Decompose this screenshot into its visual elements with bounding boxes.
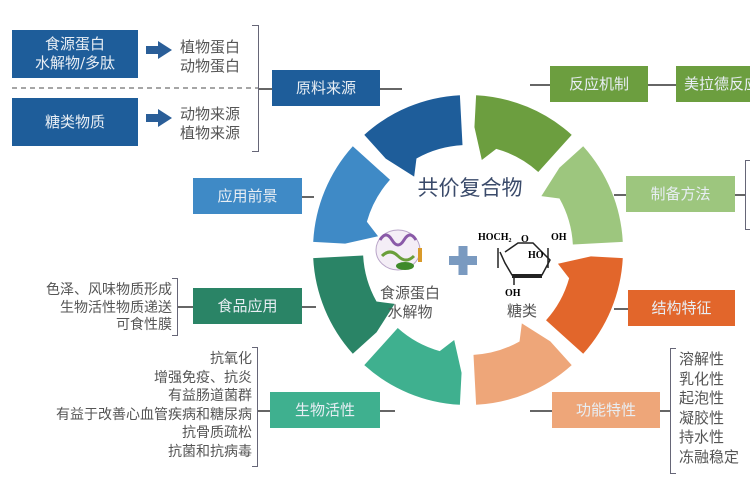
arrow-icon [146, 41, 172, 59]
connector [660, 410, 670, 412]
protein-items: 植物蛋白动物蛋白 [180, 38, 240, 76]
item: 植物来源 [180, 124, 241, 142]
connector [614, 308, 628, 310]
protein-label: 食源蛋白水解物 [375, 284, 445, 322]
segment-preparation [541, 146, 623, 245]
sugar-ho: HO [528, 250, 544, 261]
structure-box: 结构特征 [628, 290, 735, 326]
line: 食源蛋白 [379, 284, 440, 302]
raw-source-box: 原料来源 [272, 70, 380, 106]
item: 有益肠道菌群 [168, 388, 252, 404]
preparation-box: 制备方法 [626, 176, 735, 212]
mechanism-box: 反应机制 [550, 66, 648, 102]
protein-structure-icon [375, 229, 422, 271]
item: 有益于改善心血管疾病和糖尿病 [56, 406, 252, 423]
line: 水解物/多肽 [34, 54, 116, 72]
segment-reaction-mechanism [474, 95, 572, 172]
sugar-o: O [521, 234, 529, 245]
connector [530, 410, 552, 412]
connector [380, 88, 402, 90]
application-box: 应用前景 [193, 178, 302, 214]
bracket [745, 160, 750, 230]
item: 动物蛋白 [180, 57, 241, 75]
item: 色泽、风味物质形成 [46, 282, 172, 298]
food-application-box: 食品应用 [193, 288, 302, 324]
line: 水解物 [387, 303, 433, 321]
center-title: 共价复合物 [417, 176, 523, 200]
function-items: 溶解性乳化性起泡性凝胶性持水性冻融稳定 [679, 350, 739, 467]
food-items: 色泽、风味物质形成生物活性物质递送可食性膜 [0, 282, 172, 335]
function-box: 功能特性 [552, 392, 660, 428]
item: 起泡性 [679, 389, 725, 407]
maillard-box: 美拉德反应 [676, 66, 750, 102]
item: 动物来源 [180, 105, 241, 123]
arrow-icon [146, 109, 172, 127]
item: 增强免疫、抗炎 [154, 369, 252, 386]
bracket [670, 348, 676, 474]
item: 溶解性 [679, 350, 725, 368]
item: 冻融稳定 [679, 447, 740, 466]
item: 可食性膜 [116, 317, 172, 333]
connector [178, 306, 193, 308]
connector [530, 84, 550, 86]
connector [258, 410, 270, 412]
segment-bioactivity [364, 328, 462, 405]
line: 食源蛋白 [44, 35, 105, 53]
item: 持水性 [679, 428, 725, 446]
connector [302, 306, 316, 308]
connector [735, 194, 745, 196]
sugar-source-box: 糖类物质 [12, 98, 138, 146]
sugar-items: 动物来源植物来源 [180, 105, 240, 143]
bracket [252, 347, 258, 467]
connector [614, 194, 626, 196]
plus-icon [449, 246, 477, 275]
item: 抗氧化 [210, 351, 252, 367]
bracket [172, 278, 178, 336]
connector [302, 196, 314, 198]
segment-food-application [313, 255, 395, 354]
item: 抗骨质疏松 [182, 425, 252, 441]
segment-application [313, 146, 390, 244]
item: 植物蛋白 [180, 38, 241, 56]
sugar-oh-bottom: OH [505, 288, 521, 299]
item: 凝胶性 [679, 408, 725, 427]
bio-items: 抗氧化增强免疫、抗炎有益肠道菌群有益于改善心血管疾病和糖尿病抗骨质疏松抗菌和抗病… [0, 350, 252, 461]
sugar-structure-icon [497, 242, 551, 285]
item: 乳化性 [679, 369, 725, 388]
connector [648, 84, 676, 86]
item: 抗菌和抗病毒 [168, 443, 252, 460]
segment-function [473, 323, 572, 405]
protein-source-box: 食源蛋白水解物/多肽 [12, 30, 138, 78]
segment-raw-source [364, 95, 463, 177]
segment-structure [546, 256, 623, 354]
bracket [252, 25, 259, 152]
bioactivity-box: 生物活性 [270, 392, 380, 428]
connector [259, 88, 272, 90]
sugar-hoch2: HOCH₂ [478, 232, 512, 243]
sugar-label: 糖类 [506, 302, 537, 320]
item: 生物活性物质递送 [60, 299, 172, 316]
sugar-oh-top: OH [551, 232, 567, 243]
connector [380, 410, 395, 412]
